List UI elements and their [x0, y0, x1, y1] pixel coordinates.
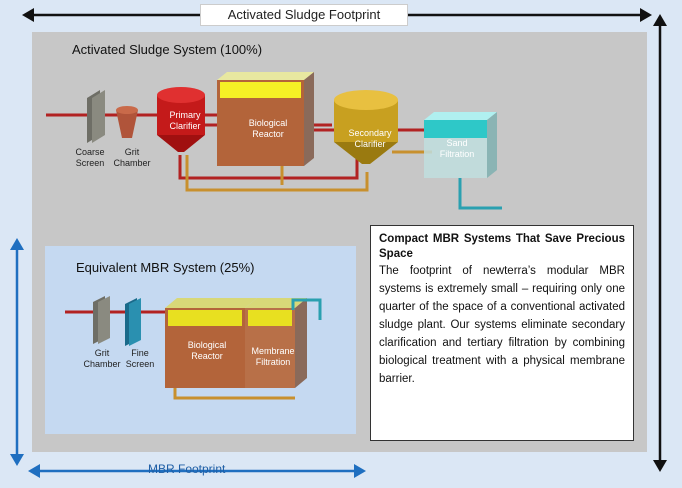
description-box: Compact MBR Systems That Save Precious S…: [370, 225, 634, 441]
primary-clarifier: [157, 87, 205, 152]
outlet-pipe: [291, 298, 322, 320]
mbr-height-arrow: [10, 238, 24, 466]
mbr-width-arrow: [28, 464, 366, 478]
activated-sludge-height-arrow: [653, 14, 667, 472]
mbr-label-fine-screen: Fine Screen: [125, 348, 155, 369]
mbr-title: Equivalent MBR System (25%): [76, 260, 255, 275]
sand-filtration: [424, 112, 497, 178]
mbr-biological-reactor: [165, 298, 257, 388]
activated-sludge-title: Activated Sludge System (100%): [72, 42, 263, 57]
return-sludge-pipe: [178, 155, 359, 180]
activated-sludge-process-diagram: [46, 72, 502, 210]
description-heading: Compact MBR Systems That Save Precious S…: [379, 233, 625, 260]
coarse-screen: [87, 90, 105, 143]
activated-sludge-footprint-label: Activated Sludge Footprint: [200, 4, 408, 26]
mbr-process-diagram: [65, 296, 322, 400]
label-sand-filtration: Sand Filtration: [439, 138, 475, 159]
mbr-footprint-label: MBR Footprint: [148, 462, 226, 476]
return-pipe: [173, 388, 295, 400]
grit-chamber: [116, 106, 138, 138]
outlet-pipe: [458, 178, 502, 210]
label-biological-reactor: Biological Reactor: [248, 118, 288, 139]
label-primary-clarifier: Primary Clarifier: [169, 110, 201, 131]
label-secondary-clarifier: Secondary Clarifier: [348, 128, 392, 149]
secondary-clarifier: [334, 90, 398, 164]
mbr-label-biological-reactor: Biological Reactor: [187, 340, 227, 361]
description-body: The footprint of newterra’s modular MBR …: [379, 265, 625, 385]
label-grit-chamber: Grit Chamber: [113, 147, 151, 168]
label-coarse-screen: Coarse Screen: [75, 147, 105, 168]
mbr-label-grit-chamber: Grit Chamber: [83, 348, 121, 369]
membrane-filtration-tank: [245, 298, 307, 388]
mbr-grit-chamber: [93, 296, 110, 344]
biological-reactor: [217, 72, 314, 166]
return-sludge-pipe: [185, 155, 369, 192]
mbr-label-membrane-filtration: Membrane Filtration: [251, 346, 295, 367]
fine-screen: [125, 298, 141, 346]
